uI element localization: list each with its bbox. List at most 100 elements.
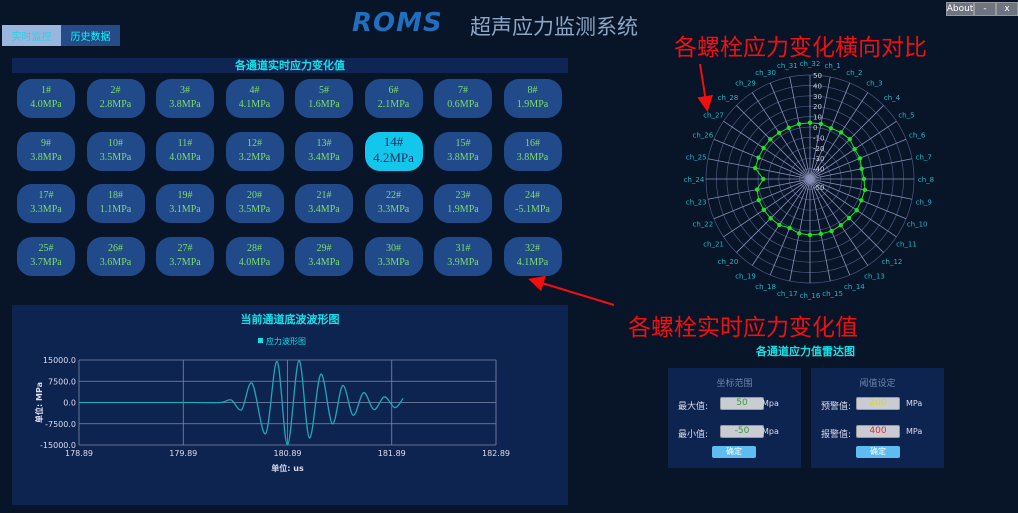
channel-value: 3.3MPa	[377, 256, 410, 268]
waveform-line	[79, 359, 404, 446]
channel-button[interactable]: 6#2.1MPa	[364, 79, 423, 118]
radar-spoke	[736, 105, 811, 180]
radar-spoke	[707, 158, 811, 180]
channel-button[interactable]: 24#-5.1MPa	[503, 184, 562, 223]
radar-point	[761, 145, 766, 151]
channel-button[interactable]: 30#3.3MPa	[364, 236, 423, 276]
channel-value: 3.4MPa	[308, 151, 340, 163]
channel-button[interactable]: 12#3.2MPa	[225, 131, 284, 171]
channel-id: 23#	[455, 190, 471, 201]
channel-button[interactable]: 4# 4.1MPa	[225, 79, 284, 118]
channel-button[interactable]: 2#2.8MPa	[86, 79, 145, 118]
threshold-confirm-button[interactable]: 确定	[856, 446, 900, 458]
channel-value: 3.3MPa	[377, 204, 410, 215]
radar-tick-label: 10	[813, 114, 822, 122]
channel-id: 22#	[386, 190, 401, 201]
channel-button[interactable]: 26# 3.6MPa	[86, 236, 145, 276]
radar-point	[859, 198, 864, 203]
channel-button[interactable]: 19#3.1MPa	[156, 184, 214, 223]
channel-button[interactable]: 16#3.8MPa	[503, 131, 562, 171]
radar-category-label: ch_32	[800, 60, 821, 68]
channel-button[interactable]: 3#3.8MPa	[156, 79, 214, 118]
channel-button[interactable]: 9#3.8MPa	[17, 131, 75, 171]
channel-button[interactable]: 7#0.6MPa	[434, 79, 492, 118]
tab-history[interactable]: 历史数据	[61, 25, 120, 46]
channel-button[interactable]: 27#3.7MPa	[156, 236, 214, 276]
app-title: 超声应力监测系统	[470, 15, 638, 39]
range-box: 坐标范围 最大值: 50 Mpa 最小值: -50 Mpa 确定	[668, 368, 801, 468]
annotation-channels: 各螺栓实时应力变化值	[628, 315, 858, 341]
channel-id: 14#	[383, 133, 404, 149]
channel-value: 0.6MPa	[447, 99, 479, 110]
minimize-button[interactable]: -	[974, 2, 996, 16]
channel-button[interactable]: 32#4.1MPa	[503, 236, 562, 276]
max-value-input[interactable]: 50	[720, 397, 764, 410]
radar-category-label: ch_2	[846, 69, 862, 77]
radar-point	[761, 207, 767, 213]
channel-value: 1.9MPa	[516, 99, 549, 110]
channel-id: 3#	[180, 85, 190, 96]
radar-tick-label: 30	[813, 93, 822, 101]
alarm-unit: MPa	[906, 427, 923, 436]
channel-button[interactable]: 13#3.4MPa	[295, 131, 353, 171]
channel-button[interactable]: 17# 3.3MPa	[17, 184, 75, 223]
radar-point	[756, 198, 761, 203]
close-button[interactable]: x	[996, 2, 1018, 16]
channel-button[interactable]: 15#3.8MPa	[434, 131, 492, 171]
x-tick-label: 178.89	[65, 449, 93, 458]
about-button[interactable]: About	[946, 2, 974, 16]
channel-id: 4#	[249, 85, 260, 96]
channel-value: 4.1MPa	[238, 99, 271, 110]
channel-button[interactable]: 20#3.5MPa	[225, 184, 284, 223]
warn-unit: MPa	[906, 399, 923, 408]
tab-realtime[interactable]: 实时监控	[2, 25, 61, 46]
radar-point	[776, 130, 782, 136]
channel-id: 20#	[247, 190, 262, 201]
channel-button[interactable]: 11#4.0MPa	[156, 131, 214, 171]
channel-value: 3.2MPa	[238, 151, 271, 163]
channel-value: 3.5MPa	[99, 151, 132, 163]
channel-button[interactable]: 29#3.4MPa	[295, 236, 353, 276]
radar-tick-label: 40	[813, 82, 822, 90]
channel-button[interactable]: 31#3.9MPa	[434, 236, 492, 276]
channel-button[interactable]: 14#4.2MPa	[364, 131, 423, 171]
range-confirm-button[interactable]: 确定	[712, 446, 756, 458]
channel-value: 3.4MPa	[308, 204, 340, 215]
radar-category-label: ch_4	[884, 94, 901, 102]
channel-value: 1.9MPa	[447, 204, 479, 215]
channel-button[interactable]: 28#4.0MPa	[225, 236, 284, 276]
channel-id: 1#	[41, 85, 51, 96]
radar-spoke	[789, 76, 811, 180]
radar-category-label: ch_29	[735, 80, 756, 88]
channel-button[interactable]: 23# 1.9MPa	[434, 184, 492, 223]
radar-category-label: ch_23	[686, 199, 707, 207]
radar-spoke	[723, 178, 811, 238]
channel-id: 26#	[108, 242, 123, 254]
channel-button[interactable]: 18#1.1MPa	[86, 184, 145, 223]
x-tick-label: 182.89	[482, 449, 510, 458]
channel-value: 1.1MPa	[99, 204, 132, 215]
channel-id: 15#	[455, 137, 471, 149]
alarm-value-input[interactable]: 400	[856, 425, 900, 438]
channel-button[interactable]: 1#4.0MPa	[17, 79, 75, 118]
channel-button[interactable]: 10#3.5MPa	[86, 131, 145, 171]
channel-value: 3.8MPa	[516, 151, 549, 163]
channel-id: 17#	[38, 190, 54, 201]
channel-button[interactable]: 21#3.4MPa	[295, 184, 353, 223]
waveform-title: 当前通道底波波形图	[240, 313, 340, 326]
radar-tick-label: 50	[813, 72, 822, 80]
radar-point	[859, 166, 864, 171]
channel-button[interactable]: 25#3.7MPa	[17, 236, 75, 276]
channel-button[interactable]: 8#1.9MPa	[503, 79, 562, 118]
channel-button[interactable]: 22# 3.3MPa	[364, 184, 423, 223]
channel-button[interactable]: 5#1.6MPa	[295, 79, 353, 118]
threshold-box-title: 阈值设定	[859, 379, 896, 389]
channel-value: 3.6MPa	[99, 256, 132, 268]
radar-spoke	[809, 178, 831, 282]
warn-value-input[interactable]: 200	[856, 397, 900, 410]
channel-value: 3.3MPa	[30, 204, 62, 215]
radar-category-label: ch_12	[882, 258, 903, 266]
waveform-chart: 应力波形图15000.07500.00.0-7500.0-15000.0178.…	[34, 336, 510, 473]
min-value-input[interactable]: -50	[720, 425, 764, 438]
